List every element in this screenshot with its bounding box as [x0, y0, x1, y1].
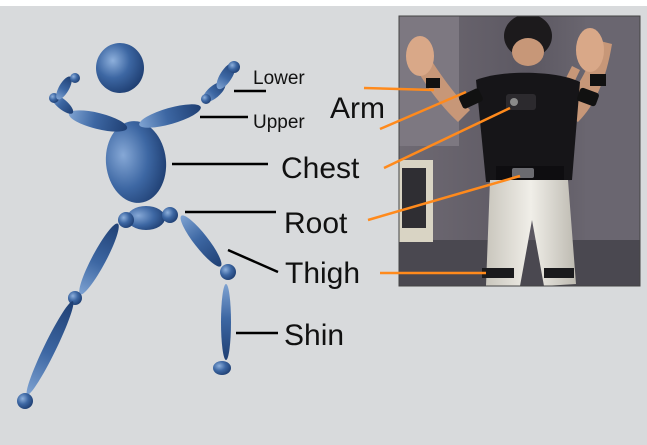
label-arm: Arm — [330, 92, 385, 125]
thigh-leader-line — [228, 250, 278, 272]
right-shin-segment — [221, 284, 231, 360]
motion-capture-photo — [399, 14, 640, 286]
labels: Lower Upper Arm Chest Root Thigh Shin — [253, 68, 385, 352]
label-thigh: Thigh — [285, 257, 360, 290]
left-thigh-segment — [74, 220, 124, 297]
label-root: Root — [284, 207, 348, 240]
label-chest: Chest — [281, 152, 360, 185]
right-thigh-segment — [176, 211, 226, 270]
skeleton-figure — [17, 43, 240, 409]
right-clavicle-segment — [137, 99, 203, 132]
head-segment — [96, 43, 144, 93]
label-upper: Upper — [253, 112, 305, 133]
label-shin: Shin — [284, 319, 344, 352]
left-shin-segment — [22, 299, 78, 398]
label-lower: Lower — [253, 68, 305, 89]
